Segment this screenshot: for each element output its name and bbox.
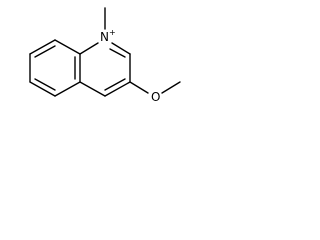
bond-c4-c4a	[79, 81, 106, 97]
nitrogen-atom-label: N	[100, 30, 109, 44]
structure-diagram: N + O	[29, 7, 181, 104]
double-bond-c3-c4-inner	[104, 78, 126, 91]
bond-n1-c2	[111, 42, 131, 55]
bond-c6-c5	[54, 81, 81, 97]
double-bond-c7-c6-inner	[34, 78, 56, 91]
bond-c8a-c8	[29, 39, 56, 55]
oxygen-atom-label: O	[151, 90, 160, 104]
benzene-ring	[29, 39, 81, 97]
double-bond-n1-c2-inner	[109, 48, 126, 58]
bond-o-methyl	[161, 81, 181, 94]
pyridinium-ring	[79, 42, 131, 97]
bond-c7-c6	[29, 81, 56, 97]
bond-c3-c4	[104, 81, 131, 97]
nitrogen-charge-label: +	[109, 28, 116, 37]
bond-c8a-n1	[79, 42, 99, 55]
bond-c4a-c8a	[54, 39, 81, 55]
double-bond-c8a-c8-inner	[34, 45, 56, 58]
bond-c3-o	[129, 81, 149, 94]
